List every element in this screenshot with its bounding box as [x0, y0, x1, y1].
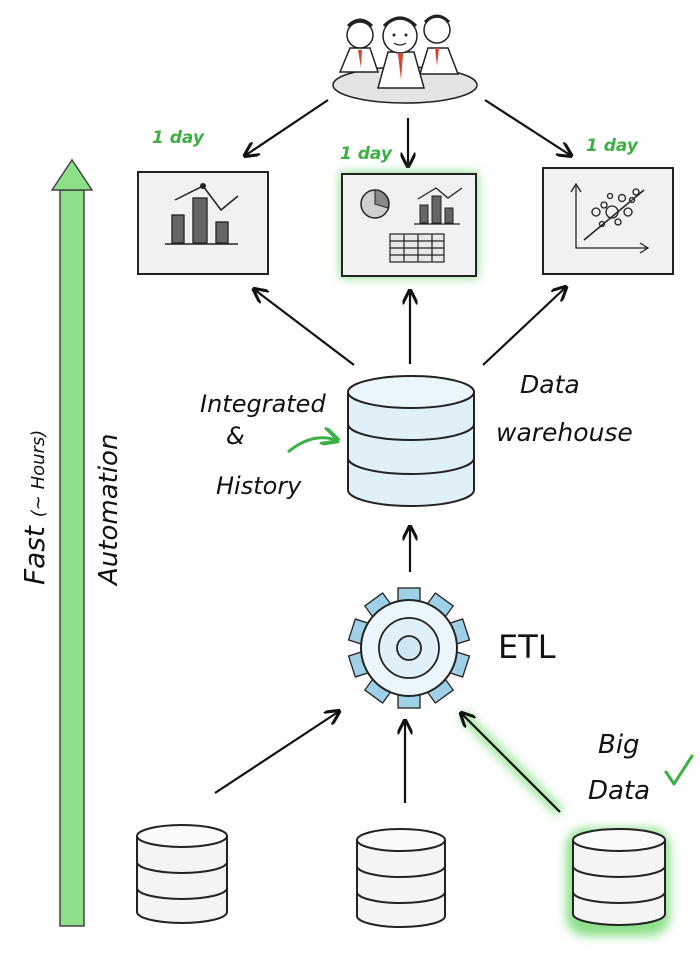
- big-data-database-icon: [566, 828, 670, 936]
- big-data-label-line2: Data: [588, 776, 651, 806]
- day-label-1: 1 day: [152, 128, 204, 148]
- database-icon: [347, 375, 475, 507]
- big-data-label-line1: Big: [598, 730, 640, 760]
- bar-chart-icon: [165, 183, 239, 245]
- checkmark-icon: [664, 754, 694, 786]
- database-icon: [136, 824, 228, 924]
- pie-chart-icon: [360, 189, 390, 219]
- arrow-icon: [214, 712, 405, 803]
- day-label-2: 1 day: [340, 144, 392, 164]
- history-label: History: [216, 472, 302, 500]
- table-icon: [389, 233, 445, 263]
- etl-label: ETL: [498, 628, 556, 666]
- data-warehouse-label-line1: Data: [520, 370, 580, 399]
- integrated-label: Integrated: [200, 390, 326, 418]
- report-panel-scatter: [542, 167, 674, 275]
- arrow-icon: [287, 438, 336, 454]
- people-icon: [332, 14, 478, 104]
- database-icon: [356, 828, 446, 928]
- report-panel-bar-chart: [137, 171, 269, 275]
- automation-label: Automation: [94, 433, 124, 585]
- fast-label: Fast (~ Hours): [18, 429, 51, 585]
- arrow-icon: [462, 714, 564, 816]
- ampersand-label: &: [226, 422, 245, 450]
- arrow-icon: [255, 288, 565, 366]
- day-label-3: 1 day: [586, 136, 638, 156]
- bar-chart-small-icon: [414, 187, 463, 225]
- report-panel-dashboard: [340, 172, 478, 278]
- gear-icon: [347, 587, 471, 709]
- scatter-plot-icon: [570, 182, 650, 254]
- arrow-icon: [246, 99, 570, 165]
- data-warehouse-label-line2: warehouse: [496, 418, 633, 447]
- fast-arrow-icon: [50, 158, 94, 927]
